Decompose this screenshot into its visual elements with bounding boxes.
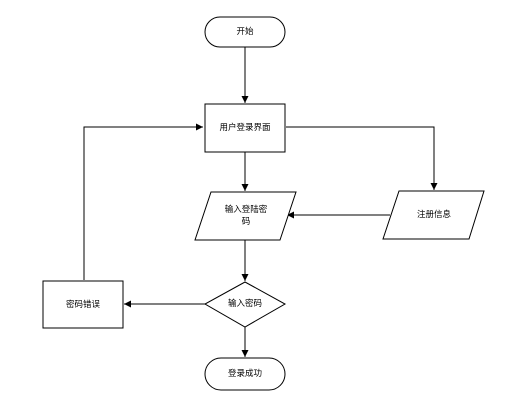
edge-login-to-register	[286, 126, 438, 190]
edge-error-to-login	[83, 123, 203, 280]
register-info-label: 注册信息	[417, 209, 452, 220]
password-check-shape	[203, 281, 287, 328]
login-success-label: 登录成功	[228, 368, 262, 379]
password-check-label: 输入密码	[228, 298, 262, 309]
login-success-node: 登录成功	[204, 357, 286, 391]
input-credentials-label-line2: 码	[242, 217, 251, 227]
connectors	[83, 47, 438, 357]
start-shape	[204, 16, 286, 48]
login-screen-label: 用户登录界面	[219, 122, 271, 133]
register-info-node: 注册信息	[382, 190, 485, 240]
input-credentials-node: 输入登陆密 码	[194, 191, 297, 241]
login-screen-node: 用户登录界面	[204, 103, 286, 153]
password-error-shape	[42, 280, 124, 329]
password-error-label: 密码错误	[66, 299, 101, 310]
register-info-shape	[382, 190, 485, 240]
login-screen-shape	[204, 103, 286, 153]
start-label: 开始	[236, 26, 254, 37]
login-success-shape	[204, 357, 286, 391]
password-error-node: 密码错误	[42, 280, 124, 329]
input-credentials-label-line1: 输入登陆密	[225, 204, 268, 215]
start-node: 开始	[204, 16, 286, 48]
password-check-node: 输入密码	[203, 281, 287, 328]
input-credentials-shape	[194, 191, 297, 241]
